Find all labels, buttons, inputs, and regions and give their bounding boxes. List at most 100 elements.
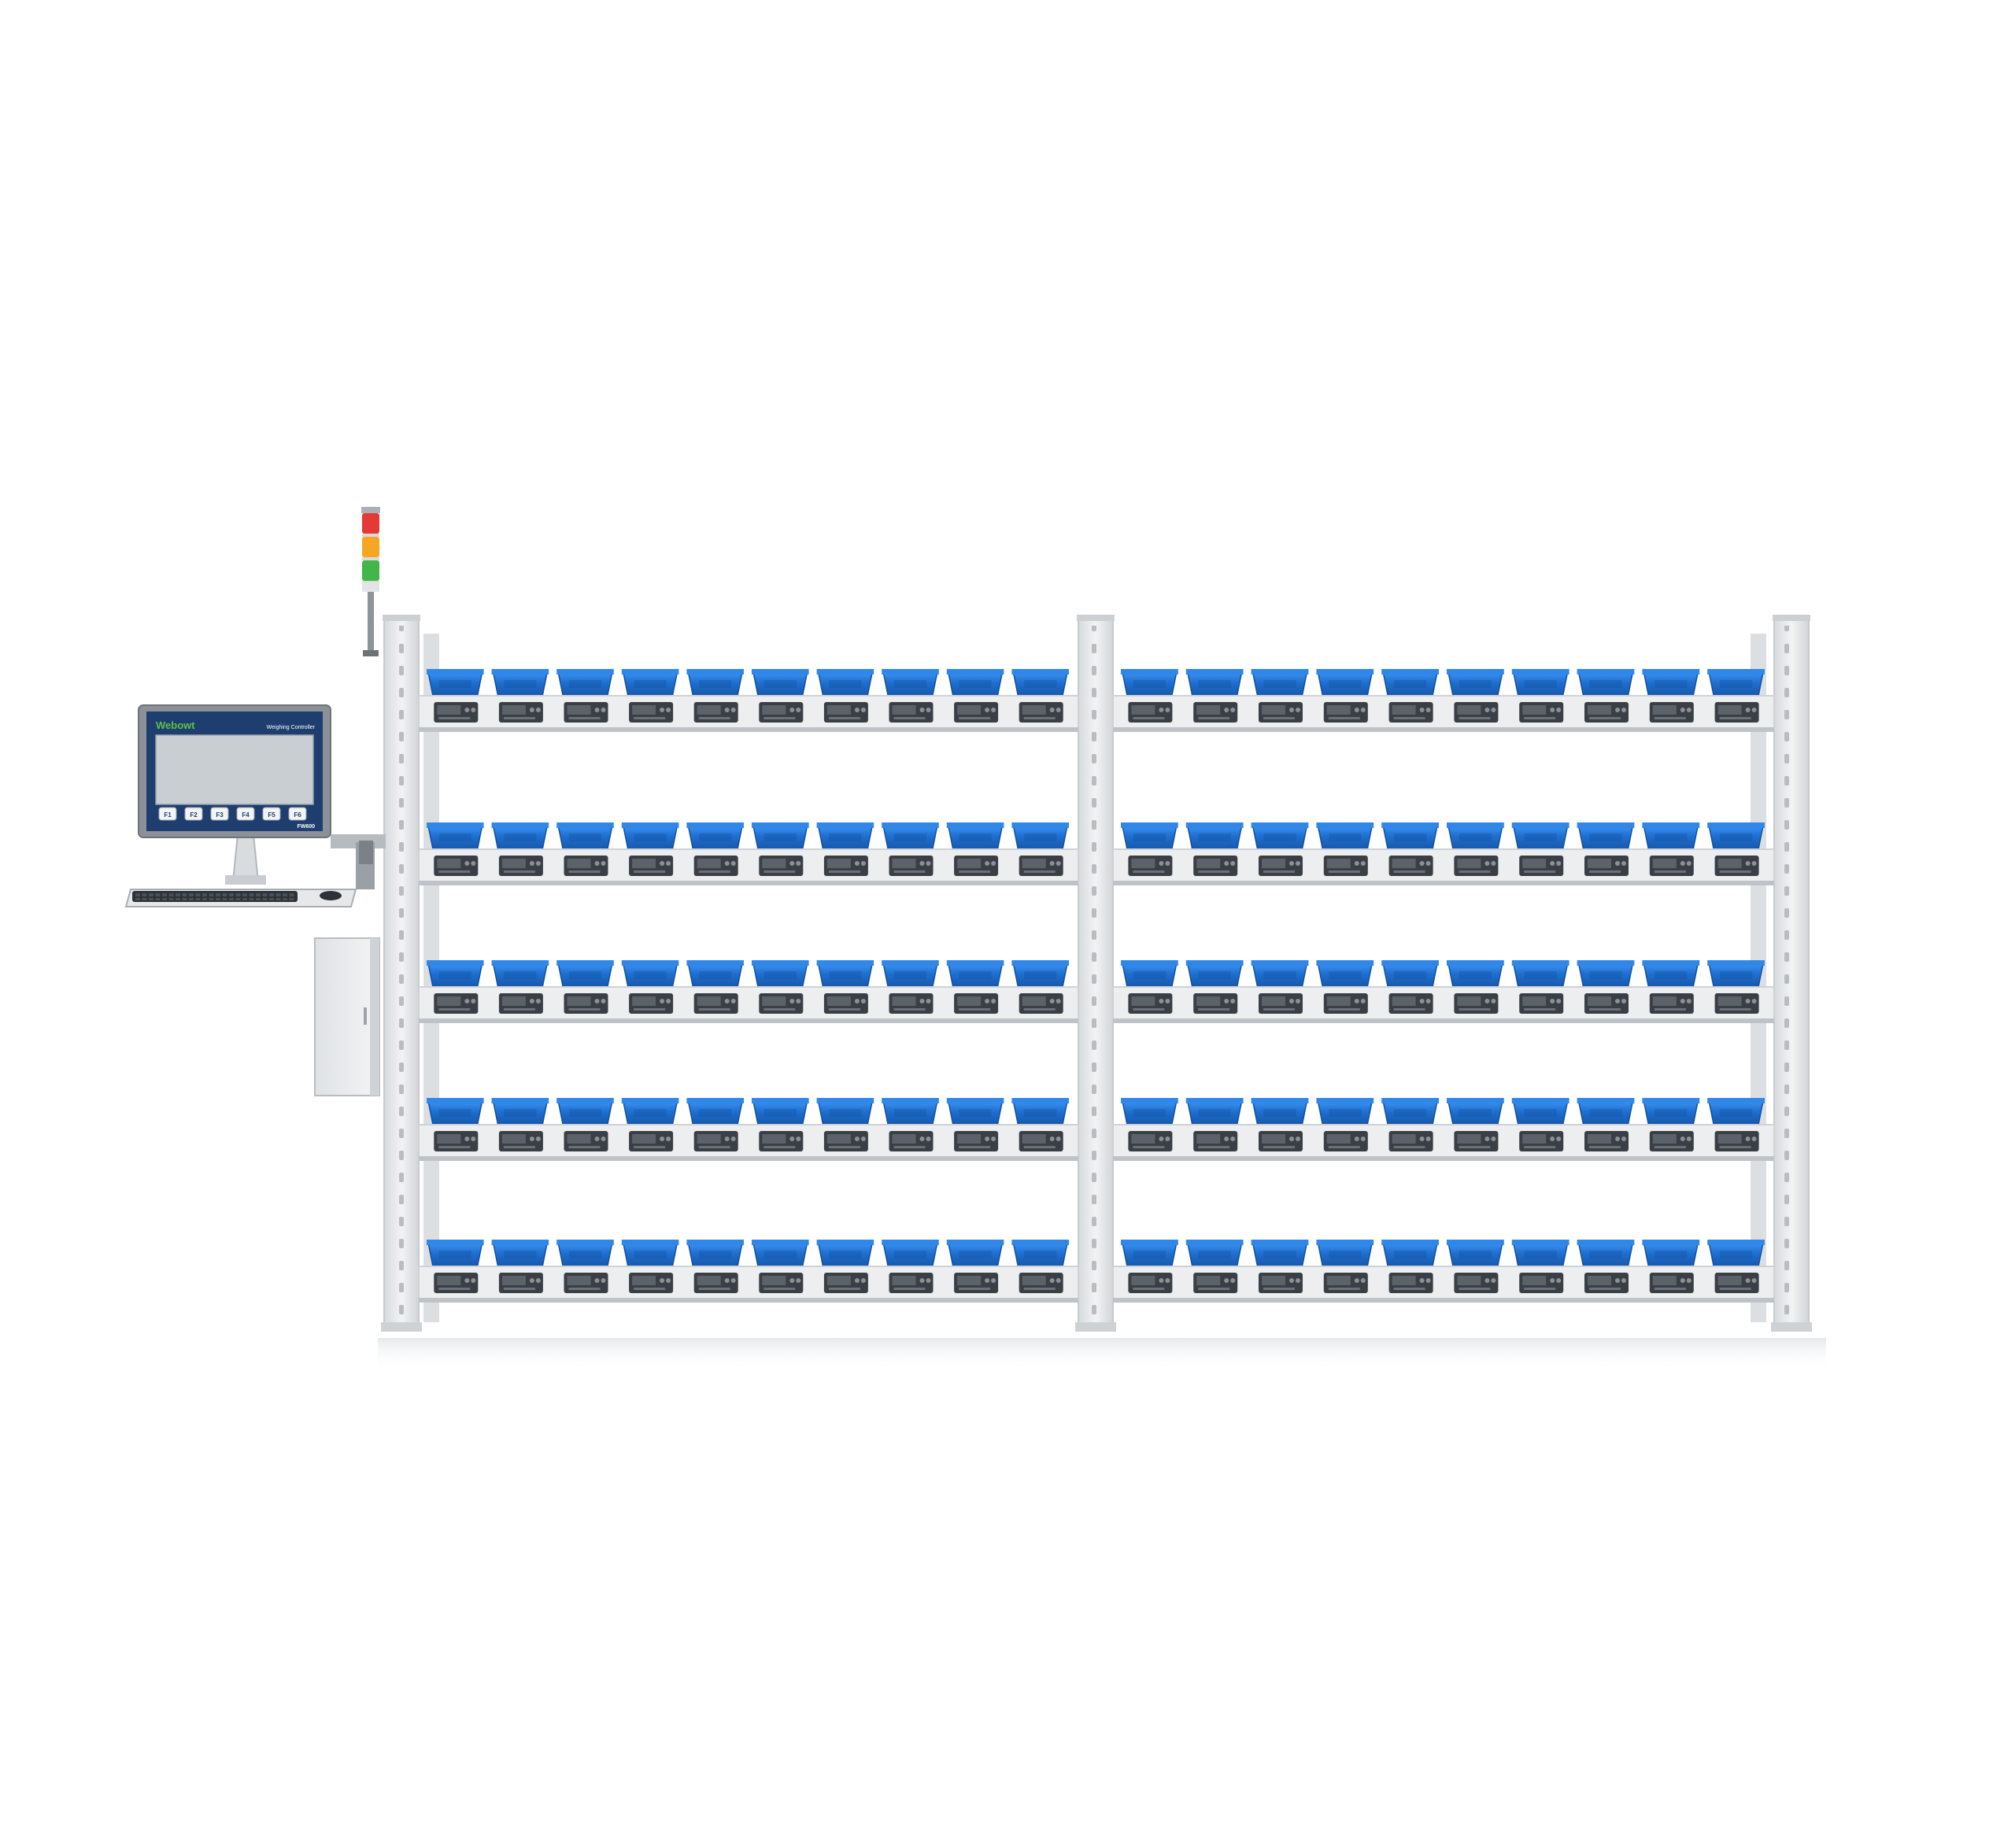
display-button [1419, 999, 1425, 1003]
function-key-cap [288, 807, 307, 821]
keyboard-key [168, 893, 174, 896]
display-button [1056, 999, 1061, 1003]
bin-label-slot [1198, 1251, 1231, 1258]
bin-label-slot [1329, 1251, 1362, 1258]
function-key-f1[interactable]: F1 [158, 807, 177, 821]
storage-bin [882, 1240, 939, 1267]
bin-lip [816, 960, 874, 966]
function-key-f5[interactable]: F5 [262, 807, 281, 821]
storage-bin [1251, 1098, 1309, 1125]
display-button [1556, 1137, 1562, 1141]
weight-display [1128, 702, 1173, 723]
weight-display [434, 1273, 479, 1293]
bin-lip [752, 960, 809, 966]
bin-lip [427, 822, 484, 828]
weight-display [629, 1273, 674, 1293]
keyboard-key [283, 893, 287, 896]
display-screen [1717, 1134, 1742, 1144]
storage-bin [1642, 960, 1700, 988]
function-key-f3[interactable]: F3 [210, 807, 229, 821]
display-button [1230, 1278, 1236, 1283]
weight-display [1019, 993, 1063, 1014]
storage-bin [816, 1098, 874, 1125]
storage-bin [1707, 1240, 1765, 1267]
display-button [789, 1278, 795, 1283]
display-indicator [1328, 717, 1360, 719]
display-indicator [1133, 1146, 1165, 1148]
display-indicator [1198, 1146, 1230, 1148]
bin-lip [1316, 822, 1374, 828]
weight-display [1193, 702, 1238, 723]
display-indicator [893, 717, 926, 719]
bin-lip [1251, 669, 1309, 675]
display-button [1296, 1278, 1300, 1283]
storage-bin [1121, 669, 1178, 697]
weight-display [759, 993, 804, 1014]
display-indicator [1393, 717, 1425, 719]
display-screen [1392, 859, 1416, 868]
display-screen [1392, 996, 1416, 1006]
storage-bin [1316, 960, 1374, 988]
bin-label-slot [893, 1251, 927, 1258]
function-key-f6[interactable]: F6 [288, 807, 307, 821]
weight-display [1519, 993, 1564, 1014]
function-key-f2[interactable]: F2 [184, 807, 203, 821]
display-screen [501, 705, 526, 715]
bin-lip [1011, 822, 1069, 828]
display-button [1049, 999, 1055, 1003]
bin-label-slot [1329, 1109, 1362, 1117]
display-indicator [438, 1146, 471, 1148]
weight-display [1259, 1131, 1303, 1151]
display-button [985, 1278, 990, 1283]
bin-lip [1642, 1098, 1700, 1103]
display-button [660, 999, 665, 1003]
rack-upright [381, 617, 422, 1332]
function-key-cap [236, 807, 255, 821]
display-indicator [634, 870, 666, 873]
bin-lip [1381, 960, 1439, 966]
keyboard-key [229, 893, 234, 896]
display-screen [892, 705, 916, 715]
bin-lip [427, 960, 484, 966]
display-screen [567, 1276, 591, 1285]
display-screen [1022, 1276, 1046, 1285]
storage-bin [1381, 960, 1439, 988]
keyboard-key [189, 898, 194, 900]
display-button [1550, 708, 1555, 712]
bin-lip [1707, 960, 1765, 966]
bin-label-slot [1263, 1109, 1296, 1117]
keyboard-key [229, 898, 234, 900]
display-button [926, 1278, 931, 1283]
bin-lip [686, 669, 744, 675]
cabinet-side [370, 938, 379, 1096]
display-button [860, 999, 866, 1003]
weight-display [498, 702, 543, 723]
function-key-cap [210, 807, 229, 821]
display-button [1556, 861, 1562, 866]
keyboard-key [269, 893, 274, 896]
storage-bin [1185, 960, 1244, 988]
display-indicator [1328, 1146, 1360, 1148]
display-indicator [1719, 717, 1751, 719]
storage-bin [1185, 1240, 1244, 1267]
display-button [1615, 1137, 1620, 1141]
bin-lip [1577, 960, 1635, 966]
display-button [1621, 1278, 1626, 1283]
bin-lip [1185, 822, 1244, 828]
display-button [1491, 999, 1496, 1003]
bin-lip [1577, 669, 1635, 675]
keyboard-key [275, 898, 281, 900]
bin-label-slot [1024, 1251, 1057, 1258]
display-indicator [763, 1288, 796, 1290]
display-button [1686, 1137, 1691, 1141]
function-key-label: F4 [242, 811, 250, 819]
display-button [724, 1137, 730, 1141]
display-indicator [828, 717, 860, 719]
weight-display [564, 1273, 608, 1293]
display-button [1425, 999, 1431, 1003]
bin-label-slot [1589, 833, 1622, 841]
function-key-f4[interactable]: F4 [236, 807, 255, 821]
display-screen [1131, 1134, 1155, 1144]
display-button [1680, 861, 1685, 866]
display-indicator [1589, 870, 1621, 873]
